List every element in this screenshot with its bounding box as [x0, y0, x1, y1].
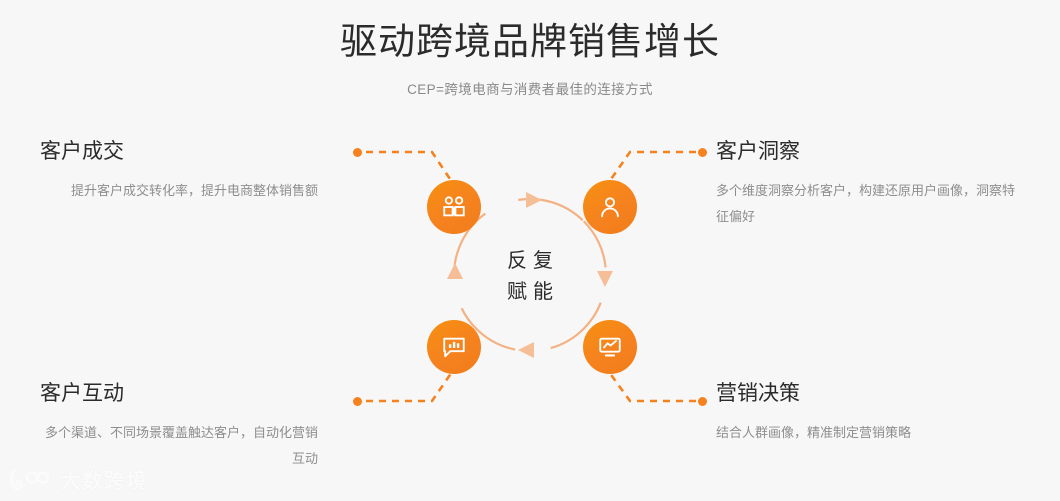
cycle-node-customer-insight[interactable] — [583, 180, 637, 234]
block-desc-marketing-decision: 结合人群画像，精准制定营销策略 — [716, 425, 912, 440]
arrow-right — [597, 271, 613, 287]
block-title-marketing-decision: 营销决策 — [716, 382, 800, 405]
watermark: 大数跨境 — [8, 465, 148, 495]
arrow-top — [526, 192, 542, 208]
arrow-bottom — [518, 342, 534, 358]
brand-logo-icon — [10, 469, 50, 491]
two-people-icon — [443, 196, 465, 217]
block-desc-customer-interaction: 多个渠道、不同场景覆盖触达客户，自动化营销互动 — [44, 425, 318, 466]
block-desc-customer-insight: 多个维度洞察分析客户，构建还原用户画像，洞察特征偏好 — [716, 183, 1016, 224]
page-subtitle: CEP=跨境电商与消费者最佳的连接方式 — [407, 82, 653, 97]
cycle-diagram: 反复 赋能 — [405, 150, 655, 400]
block-customer-interaction: 客户互动 多个渠道、不同场景覆盖触达客户，自动化营销互动 — [40, 380, 318, 472]
block-marketing-decision: 营销决策 结合人群画像，精准制定营销策略 — [716, 380, 1016, 446]
cycle-center-line-1: 反复 — [507, 250, 559, 272]
cycle-node-customer-transaction[interactable] — [427, 180, 481, 234]
block-title-customer-transaction: 客户成交 — [40, 140, 124, 163]
connector-dot-top-left — [353, 148, 362, 157]
page-title: 驱动跨境品牌销售增长 — [340, 21, 720, 62]
cycle-node-customer-interaction[interactable] — [427, 320, 481, 374]
chat-bar-chart-icon — [443, 337, 465, 358]
monitor-line-chart-icon — [599, 337, 621, 357]
arrow-left — [447, 263, 463, 279]
cycle-center-text: 反复 赋能 — [405, 246, 655, 308]
page-header: 驱动跨境品牌销售增长 CEP=跨境电商与消费者最佳的连接方式 — [0, 0, 1060, 98]
block-desc-customer-transaction: 提升客户成交转化率，提升电商整体销售额 — [70, 183, 318, 198]
connector-dot-top-right — [698, 148, 707, 157]
block-title-customer-interaction: 客户互动 — [40, 382, 124, 405]
block-title-customer-insight: 客户洞察 — [716, 140, 800, 163]
block-customer-insight: 客户洞察 多个维度洞察分析客户，构建还原用户画像，洞察特征偏好 — [716, 138, 1016, 230]
block-customer-transaction: 客户成交 提升客户成交转化率，提升电商整体销售额 — [40, 138, 318, 204]
user-person-icon — [601, 197, 619, 218]
connector-dot-bottom-left — [353, 397, 362, 406]
cycle-center-line-2: 赋能 — [507, 281, 559, 303]
watermark-text: 大数跨境 — [60, 470, 148, 493]
connector-dot-bottom-right — [698, 397, 707, 406]
cycle-node-marketing-decision[interactable] — [583, 320, 637, 374]
